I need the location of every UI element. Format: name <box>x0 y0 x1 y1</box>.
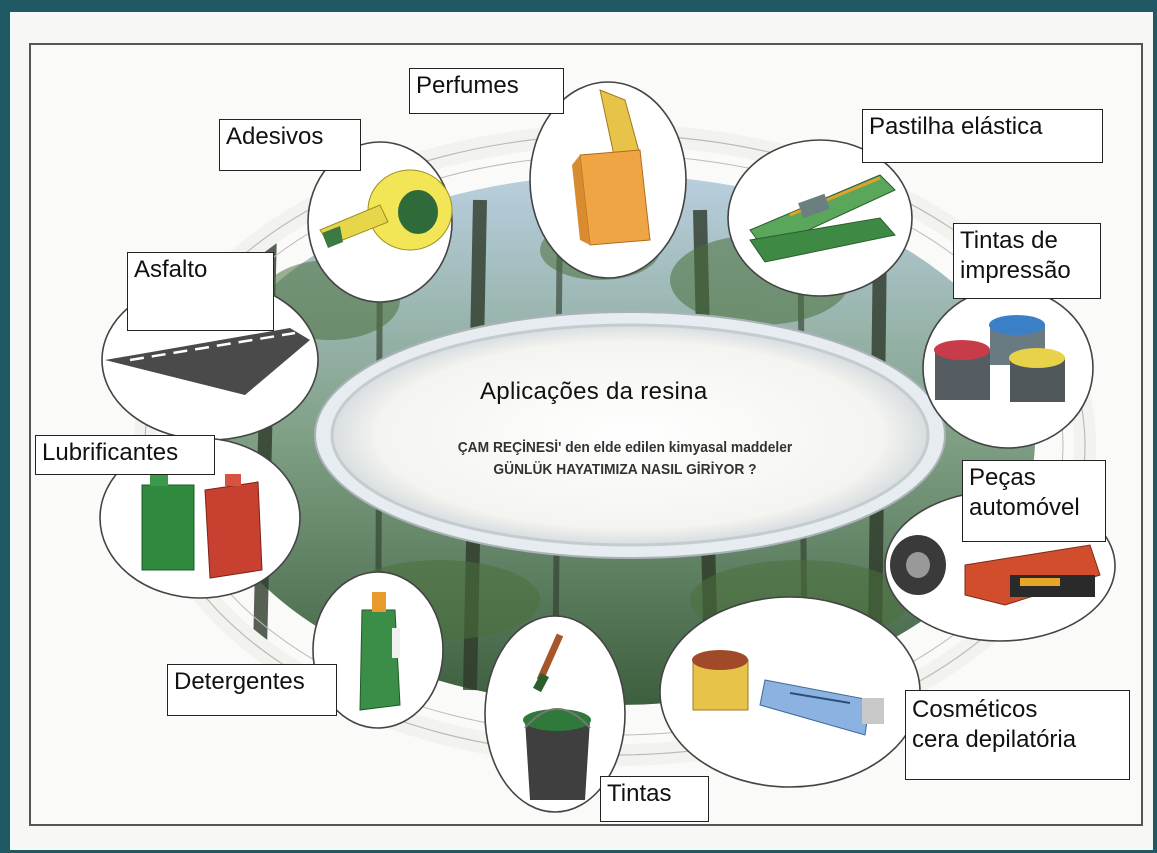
oil-cans-icon <box>141 472 263 579</box>
label-cosmeticos-line1: Cosméticos <box>912 696 1038 723</box>
label-tintas-impressao-line2: impressão <box>960 257 1071 284</box>
tape-roll-icon <box>319 169 453 251</box>
label-tintas: Tintas <box>600 776 709 822</box>
label-tintas-impressao-line1: Tintas de <box>960 227 1058 254</box>
label-pecas-line1: Peças <box>969 464 1036 491</box>
ink-cans-icon <box>934 315 1065 402</box>
label-cosmeticos-line2: cera depilatória <box>912 726 1077 753</box>
label-detergentes: Detergentes <box>167 664 337 716</box>
label-asfalto: Asfalto <box>127 252 274 331</box>
center-ellipse <box>314 311 946 559</box>
label-perfumes: Perfumes <box>409 68 564 114</box>
diagram-subtitle: ÇAM REÇİNESİ' den elde edilen kimyasal m… <box>413 437 836 481</box>
label-pastilha: Pastilha elástica <box>862 109 1103 163</box>
diagram-title: Aplicações da resina <box>480 378 708 405</box>
subtitle-line-1: ÇAM REÇİNESİ' den elde edilen kimyasal m… <box>457 439 793 456</box>
car-parts-icon <box>890 535 1101 606</box>
label-cosmeticos: Cosméticos cera depilatória <box>905 690 1130 780</box>
wax-tube-icon <box>692 650 884 736</box>
subtitle-line-2: GÜNLÜK HAYATIMIZA NASIL GİRİYOR ? <box>493 461 757 478</box>
paint-bucket-icon <box>523 633 591 800</box>
label-pecas-line2: automóvel <box>969 494 1080 521</box>
detergent-bottle-icon <box>359 592 401 711</box>
label-adesivos: Adesivos <box>219 119 361 171</box>
label-tintas-impressao: Tintas de impressão <box>953 223 1101 299</box>
label-pecas: Peças automóvel <box>962 460 1106 542</box>
perfume-bottle-icon <box>572 89 651 246</box>
road-icon <box>105 328 310 395</box>
rubber-strip-icon <box>749 174 896 263</box>
label-lubrificantes: Lubrificantes <box>35 435 215 475</box>
